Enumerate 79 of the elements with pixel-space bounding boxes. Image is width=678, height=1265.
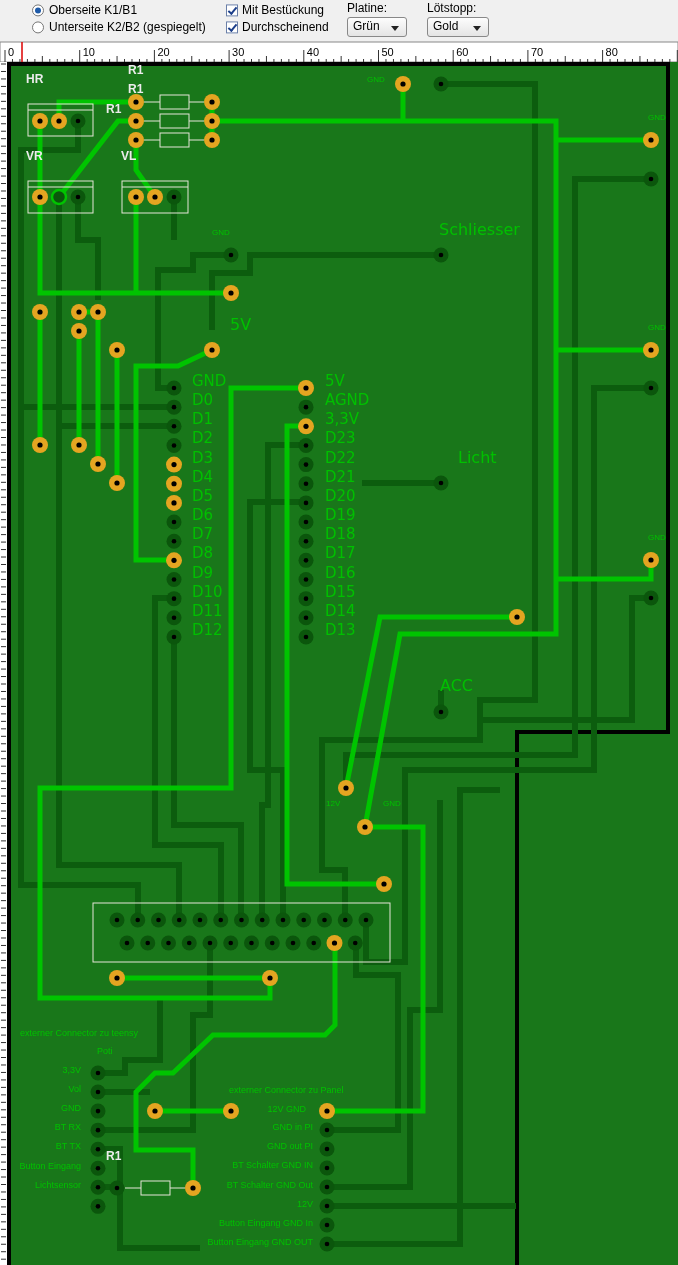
board-label: Schliesser — [439, 221, 520, 239]
pin-label: D3 — [192, 449, 214, 466]
ruler-number: 50 — [381, 45, 394, 59]
pin-label: BT Schalter GND Out — [226, 1180, 313, 1191]
pin-label: Button Eingang GND OUT — [207, 1238, 313, 1249]
pin-label: GND out PI — [267, 1142, 313, 1153]
pin-label: D22 — [325, 449, 356, 466]
pin-label: 3,3V — [325, 411, 360, 428]
component-label: VL — [121, 150, 137, 164]
radio-option: Unterseite K2/B2 (gespiegelt) — [32, 21, 206, 35]
ruler-number: 20 — [157, 45, 170, 59]
pad-label: GND — [212, 228, 230, 238]
pin-label: BT TX — [55, 1142, 81, 1153]
pin-label: 12V GND — [267, 1105, 306, 1115]
pin-label: externer Connector zu teensy — [20, 1029, 139, 1039]
pin-label: D6 — [192, 506, 214, 524]
pin-label: D7 — [192, 525, 214, 543]
pin-label: D18 — [325, 525, 356, 543]
checkbox-option: Mit Bestückung — [226, 4, 325, 18]
pin-label: D11 — [192, 602, 223, 620]
pin-label: D17 — [325, 545, 356, 562]
pin-label: Vol — [68, 1085, 81, 1096]
component-label: R1 — [106, 1150, 122, 1164]
pad-label: GND — [367, 75, 385, 85]
pad-label: GND — [383, 799, 401, 809]
pin-label: AGND — [325, 391, 370, 409]
ruler-number: 10 — [82, 45, 95, 59]
checkbox-option: Durchscheinend — [226, 21, 329, 35]
component-label: HR — [26, 73, 44, 87]
component-label: R1 — [106, 103, 122, 117]
pin-label: D2 — [192, 430, 214, 447]
pad-label: GND — [648, 113, 666, 123]
pin-label: D1 — [192, 411, 214, 428]
pin-label: D16 — [325, 564, 356, 581]
pin-label: BT Schalter GND IN — [232, 1161, 313, 1172]
pin-label: D19 — [325, 506, 356, 524]
pin-label: D20 — [325, 487, 356, 505]
pin-label: D23 — [325, 430, 356, 447]
pin-label: 5V — [325, 372, 345, 390]
pin-label: D4 — [192, 468, 214, 485]
pin-label: Button Eingang — [19, 1161, 81, 1172]
pad-label: 12V — [326, 799, 341, 809]
ruler-number: 80 — [605, 45, 618, 59]
board-label: 5V — [230, 316, 252, 334]
component-label: R1 — [128, 64, 144, 78]
pin-label: Lichtsensor — [34, 1180, 81, 1191]
pin-label: D14 — [325, 602, 356, 620]
component-label: VR — [26, 150, 43, 164]
ruler-number: 0 — [8, 45, 15, 59]
component-label: R1 — [128, 83, 144, 97]
pin-label: D5 — [192, 487, 214, 505]
pin-label: 3,3V — [62, 1066, 81, 1076]
pin-label: externer Connector zu Panel — [229, 1086, 344, 1096]
pin-label: D10 — [192, 583, 223, 600]
pin-label: D9 — [192, 564, 214, 581]
pin-label: D21 — [325, 468, 356, 485]
ruler-number: 70 — [530, 45, 544, 59]
ruler-number: 30 — [232, 45, 245, 59]
ruler-number: 60 — [456, 45, 469, 59]
pad-label: GND — [648, 323, 666, 333]
field-caption: Lötstopp: — [427, 2, 477, 16]
pin-label: Poti — [97, 1047, 113, 1057]
pin-label: D15 — [325, 583, 356, 600]
ruler-number: 40 — [306, 45, 320, 59]
pin-label: GND — [192, 372, 227, 390]
pin-label: D13 — [325, 621, 356, 639]
field-caption: Platine: — [347, 2, 388, 16]
radio-option: Oberseite K1/B1 — [32, 4, 138, 18]
pin-label: BT RX — [54, 1123, 81, 1134]
pin-label: D8 — [192, 545, 214, 562]
pin-label: D0 — [192, 391, 214, 409]
dropdown-select: Grün — [347, 17, 407, 37]
dropdown-select: Gold — [427, 17, 489, 37]
pad-label: GND — [648, 533, 666, 543]
pin-label: 12V — [297, 1199, 313, 1210]
pin-label: D12 — [192, 621, 223, 639]
board-label: ACC — [440, 677, 473, 695]
board-label: Licht — [458, 449, 497, 467]
pin-label: GND — [61, 1104, 81, 1115]
